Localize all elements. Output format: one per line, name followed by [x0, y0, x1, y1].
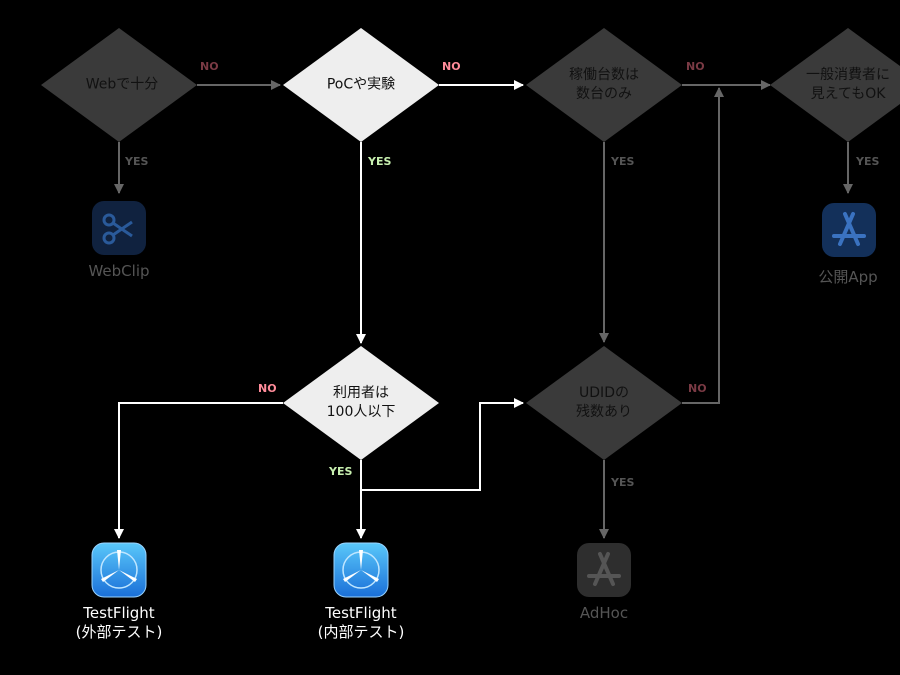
- edge-label-web-yes: YES: [125, 155, 149, 168]
- edge-users-yes-to-udid: [361, 398, 524, 491]
- testflight-propeller-icon: [91, 542, 147, 598]
- decision-devices: [526, 28, 682, 142]
- decision-udid-line1: UDIDの: [579, 385, 629, 401]
- app-store-icon: [577, 543, 631, 597]
- decision-users-line1: 利用者は: [332, 385, 389, 401]
- decision-users-line2: 100人以下: [326, 404, 396, 420]
- outcome-public-app-label: 公開App: [818, 268, 878, 286]
- decision-poc: [283, 28, 439, 142]
- decision-udid-label: UDIDの 残数あり: [576, 384, 632, 422]
- outcome-testflight-internal-label: TestFlight (内部テスト): [301, 604, 421, 642]
- edge-label-udid-yes: YES: [611, 476, 635, 489]
- decision-users: [283, 346, 439, 460]
- testflight-internal-line2: (内部テスト): [317, 623, 405, 641]
- active-edges: [114, 80, 524, 539]
- testflight-external-line1: TestFlight: [83, 604, 155, 622]
- decision-users-label: 利用者は 100人以下: [327, 384, 396, 422]
- outcome-webclip-label: WebClip: [88, 262, 150, 280]
- decision-web-label: Webで十分: [85, 76, 159, 93]
- edge-label-poc-no: NO: [442, 60, 461, 73]
- edge-label-devices-no: NO: [686, 60, 705, 73]
- decision-devices-label: 稼働台数は 数台のみ: [569, 66, 639, 104]
- edge-users-no: [114, 402, 283, 539]
- scissors-icon: [92, 201, 146, 255]
- edge-label-poc-yes: YES: [368, 155, 392, 168]
- edge-label-public-yes: YES: [856, 155, 880, 168]
- decision-public-label: 一般消費者に 見えてもOK: [806, 66, 890, 104]
- decision-udid: [526, 346, 682, 460]
- testflight-external-line2: (外部テスト): [75, 623, 163, 641]
- decision-devices-line1: 稼働台数は: [569, 67, 639, 83]
- testflight-propeller-icon: [333, 542, 389, 598]
- app-store-icon: [822, 203, 876, 257]
- decision-public-line1: 一般消費者に: [806, 67, 890, 83]
- decision-public: [770, 28, 900, 142]
- edge-label-users-yes: YES: [329, 465, 353, 478]
- outcome-testflight-external-label: TestFlight (外部テスト): [59, 604, 179, 642]
- decision-public-line2: 見えてもOK: [810, 86, 886, 102]
- edge-label-udid-no: NO: [688, 382, 707, 395]
- outcome-adhoc-label: AdHoc: [579, 604, 629, 622]
- dim-edges: [114, 80, 853, 539]
- decision-udid-line2: 残数あり: [576, 404, 632, 420]
- edge-udid-no: [682, 87, 724, 404]
- decision-web: [41, 28, 197, 142]
- edge-label-web-no: NO: [200, 60, 219, 73]
- edge-label-devices-yes: YES: [611, 155, 635, 168]
- decision-poc-label: PoCや実験: [326, 76, 396, 93]
- testflight-internal-line1: TestFlight: [325, 604, 397, 622]
- decision-devices-line2: 数台のみ: [576, 86, 632, 102]
- edge-label-users-no: NO: [258, 382, 277, 395]
